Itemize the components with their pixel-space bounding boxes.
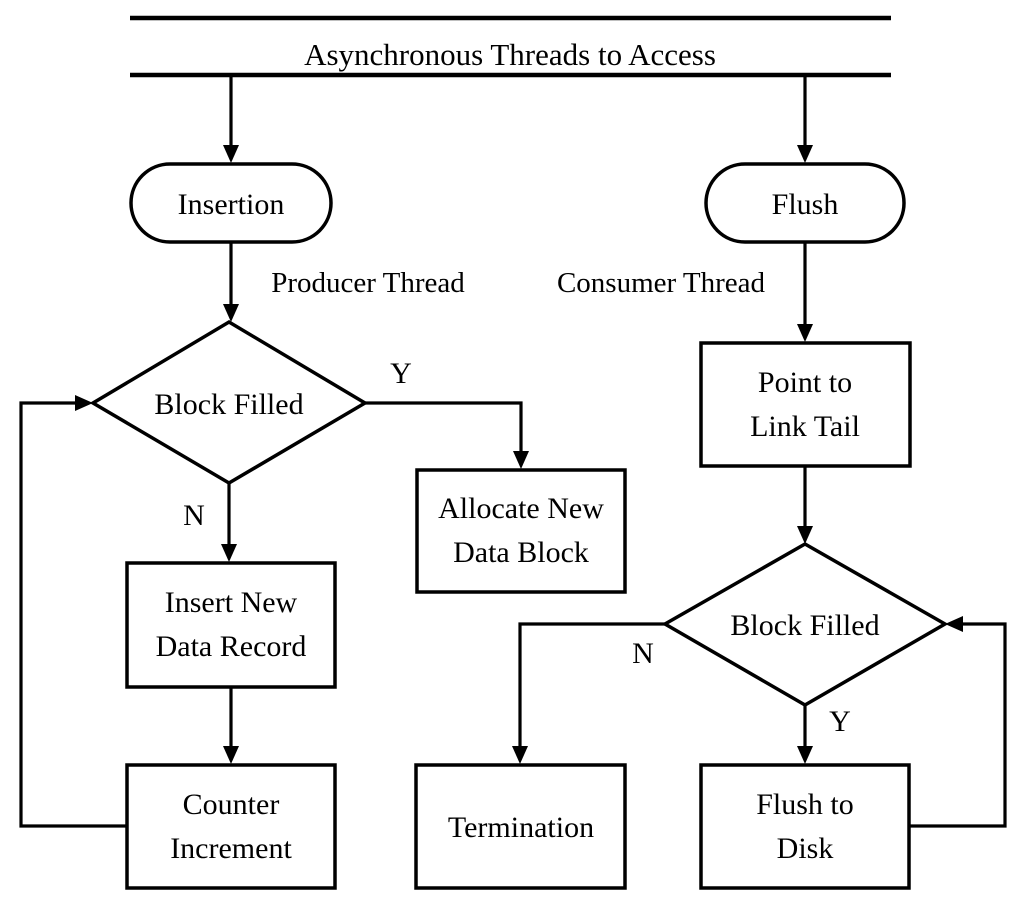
edge-label-consumer-thread: Consumer Thread: [557, 267, 766, 299]
edge-label-producer-thread: Producer Thread: [271, 267, 465, 299]
arrowhead-right-no-to-termination: [512, 746, 528, 764]
branch-label-right-no: N: [632, 637, 654, 670]
node-counter-increment[interactable]: [125, 763, 337, 890]
node-flush-label: Flush: [772, 188, 839, 221]
arrowhead-counter-feedback-to-block-filled-left: [75, 395, 93, 411]
arrowhead-right-yes-to-flush-to-disk: [797, 746, 813, 764]
arrowhead-insertion-to-block-filled-left: [223, 304, 239, 322]
node-counter-increment-line1: Counter: [183, 788, 280, 821]
arrowhead-flush-disk-feedback-to-block-filled-right: [945, 616, 963, 632]
arrowhead-header-to-flush: [797, 145, 813, 163]
branch-label-right-yes: Y: [829, 705, 851, 738]
arrowhead-link-tail-to-block-filled-right: [797, 526, 813, 544]
node-insert-new-data-record-line1: Insert New: [165, 586, 298, 619]
arrowhead-header-to-insertion: [223, 145, 239, 163]
connector-right-no-to-termination: [518, 622, 665, 753]
node-insertion-label: Insertion: [178, 188, 285, 221]
node-termination[interactable]: [414, 763, 627, 890]
node-point-to-link-tail-line2: Link Tail: [750, 410, 860, 443]
node-counter-increment-line2: Increment: [170, 832, 292, 865]
node-flush-to-disk-line1: Flush to: [756, 788, 854, 821]
connector-flush-disk-feedback-to-block-filled-right: [909, 622, 1007, 828]
arrowhead-left-no-to-insert-record: [221, 544, 237, 562]
node-flush-to-disk-line2: Disk: [777, 832, 834, 865]
node-allocate-new-data-block-line2: Data Block: [453, 536, 589, 569]
node-point-to-link-tail[interactable]: [699, 341, 912, 468]
node-point-to-link-tail-line1: Point to: [758, 366, 852, 399]
header-title: Asynchronous Threads to Access: [304, 37, 716, 72]
arrowhead-flush-to-point-to-link-tail: [797, 324, 813, 342]
branch-label-left-yes: Y: [390, 357, 412, 390]
connector-left-yes-to-allocate: [365, 401, 523, 458]
node-block-filled-left-label: Block Filled: [154, 388, 303, 421]
branch-label-left-no: N: [183, 499, 205, 532]
node-allocate-new-data-block-line1: Allocate New: [438, 492, 604, 525]
node-flush-to-disk[interactable]: [699, 763, 911, 890]
arrowhead-left-yes-to-allocate: [513, 451, 529, 469]
connector-counter-feedback-to-block-filled-left: [19, 401, 127, 828]
node-allocate-new-data-block[interactable]: [415, 468, 627, 594]
node-insert-new-data-record-line2: Data Record: [156, 630, 307, 663]
node-termination-label: Termination: [448, 811, 594, 844]
node-insert-new-data-record[interactable]: [125, 561, 337, 689]
node-block-filled-right-label: Block Filled: [730, 609, 879, 642]
arrowhead-insert-record-to-counter: [223, 746, 239, 764]
